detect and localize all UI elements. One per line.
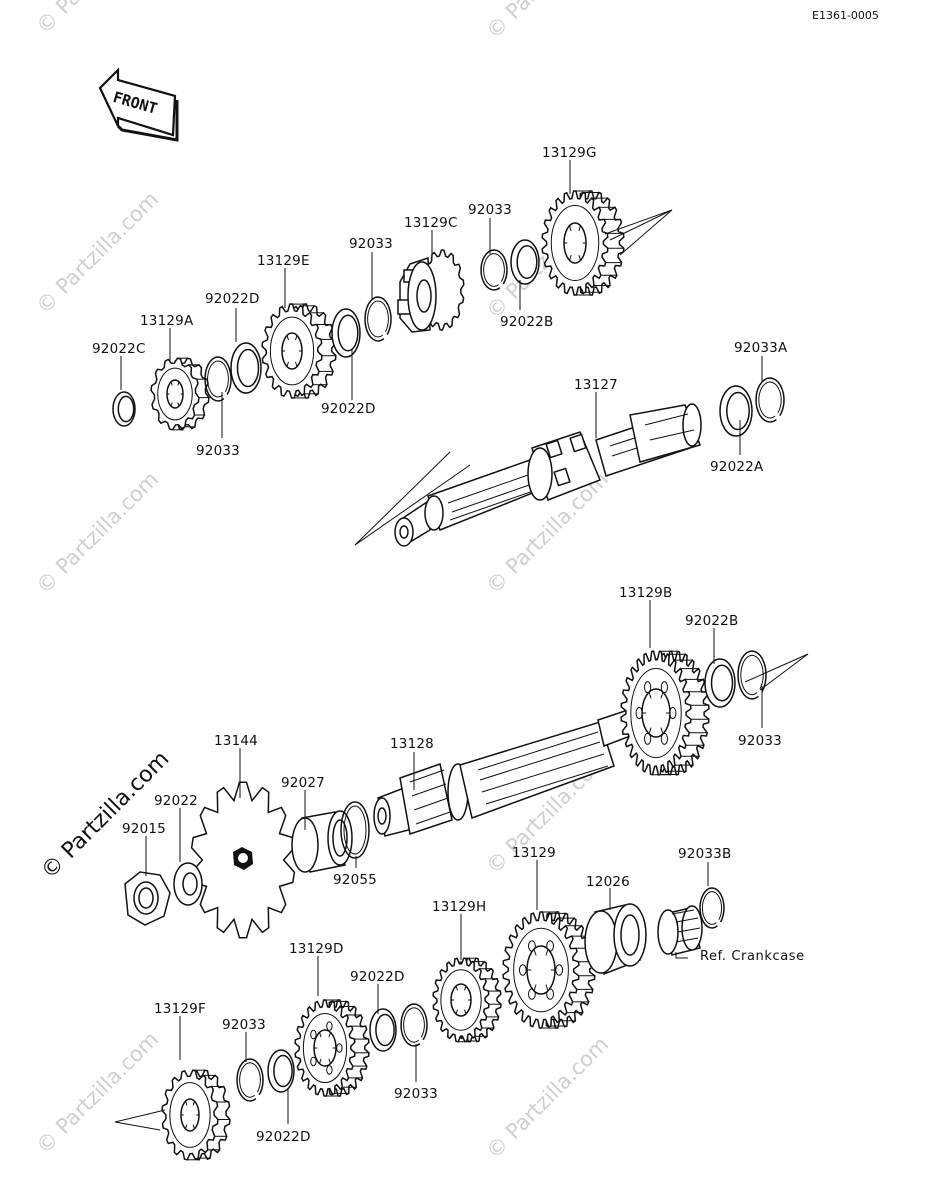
watermark-dark: © Partzilla.com (37, 747, 175, 885)
nut-92015 (124, 871, 171, 926)
part-label[interactable]: 13144 (214, 733, 258, 749)
collar-12026 (584, 903, 647, 976)
washer-92022D (331, 308, 361, 358)
part-label[interactable]: 13129D (289, 941, 344, 957)
circlip-92033A (755, 377, 785, 423)
part-label[interactable]: 13129 (512, 845, 556, 861)
axis-lines (114, 209, 809, 1131)
part-label[interactable]: 92033B (678, 846, 731, 862)
shaft-13127 (354, 403, 702, 547)
part-label[interactable]: 92022B (500, 314, 553, 330)
watermark: © Partzilla.com (482, 1032, 614, 1164)
watermark: © Partzilla.com (32, 467, 164, 599)
collar-92027 (291, 810, 353, 873)
part-label[interactable]: 92022A (710, 459, 764, 475)
part-label[interactable]: 92022D (205, 291, 260, 307)
watermark: © Partzilla.com (32, 1027, 164, 1159)
circlip-92033 (204, 356, 232, 402)
part-label[interactable]: 92022D (350, 969, 405, 985)
part-label[interactable]: 13129H (432, 899, 486, 915)
part-label[interactable]: 92022B (685, 613, 738, 629)
washer-92022B (510, 239, 540, 285)
gear-13129A (150, 357, 210, 431)
part-label[interactable]: 92055 (333, 872, 377, 888)
gear-13129 (502, 911, 596, 1029)
circlip-92033B (699, 887, 725, 929)
part-label[interactable]: 92033 (738, 733, 782, 749)
part-label[interactable]: 92022C (92, 341, 146, 357)
watermark: © Partzilla.com (32, 187, 164, 319)
part-label[interactable]: 92033 (222, 1017, 266, 1033)
washer-92022D (369, 1008, 397, 1052)
part-label[interactable]: 13129E (257, 253, 310, 269)
front-arrow-icon: FRONT (98, 67, 179, 142)
circlip-92033 (236, 1058, 264, 1102)
circlip-92033 (364, 296, 392, 342)
circlip-92033 (737, 650, 767, 700)
part-label[interactable]: 13129C (404, 215, 458, 231)
part-label[interactable]: 92033A (734, 340, 788, 356)
part-label[interactable]: 12026 (586, 874, 630, 890)
sprocket-13144 (190, 781, 296, 939)
gear-13129C (397, 249, 465, 333)
watermark: © Partzilla.com (32, 0, 164, 39)
part-label[interactable]: 13129G (542, 145, 597, 161)
part-label[interactable]: 92027 (281, 775, 325, 791)
leader-lines (120, 160, 763, 1124)
part-label[interactable]: 13129A (140, 313, 194, 329)
diagram-code: E1361-0005 (812, 9, 879, 22)
circlip-92033 (400, 1003, 428, 1047)
rings-layer (112, 239, 785, 1102)
part-label[interactable]: 92022D (256, 1129, 311, 1145)
part-label[interactable]: 92033 (196, 443, 240, 459)
gear-13129G (541, 190, 625, 296)
gear-13129D (294, 999, 370, 1097)
circlip-92033 (480, 249, 508, 291)
washer-92022B (704, 658, 736, 708)
part-label[interactable]: 92033 (468, 202, 512, 218)
ring-92055 (340, 801, 370, 859)
part-label[interactable]: 13129F (154, 1001, 206, 1017)
needle-bearing (657, 905, 703, 956)
gear-13129B (620, 650, 710, 776)
part-label[interactable]: 92033 (394, 1086, 438, 1102)
gear-13129F (161, 1069, 231, 1161)
part-label[interactable]: 92022 (154, 793, 198, 809)
part-label[interactable]: 13128 (390, 736, 434, 752)
washer-92022A (719, 385, 753, 437)
watermark: © Partzilla.com (482, 0, 614, 44)
part-label[interactable]: 13127 (574, 377, 618, 393)
part-label[interactable]: 92015 (122, 821, 166, 837)
washer-92022 (173, 862, 203, 906)
shaft-13128 (373, 705, 649, 837)
washer-92022C (112, 391, 136, 427)
washer-92022D (230, 342, 262, 394)
washer-92022D (267, 1049, 295, 1093)
gear-13129E (261, 303, 337, 399)
ref-crankcase-note: Ref. Crankcase (700, 949, 805, 964)
part-labels: 13129G 92033 13129C 92033 13129E 92022D … (92, 145, 788, 1145)
part-label[interactable]: 92022D (321, 401, 376, 417)
part-label[interactable]: 92033 (349, 236, 393, 252)
gear-13129H (432, 957, 502, 1043)
part-label[interactable]: 13129B (619, 585, 672, 601)
gears-layer (150, 190, 710, 1161)
